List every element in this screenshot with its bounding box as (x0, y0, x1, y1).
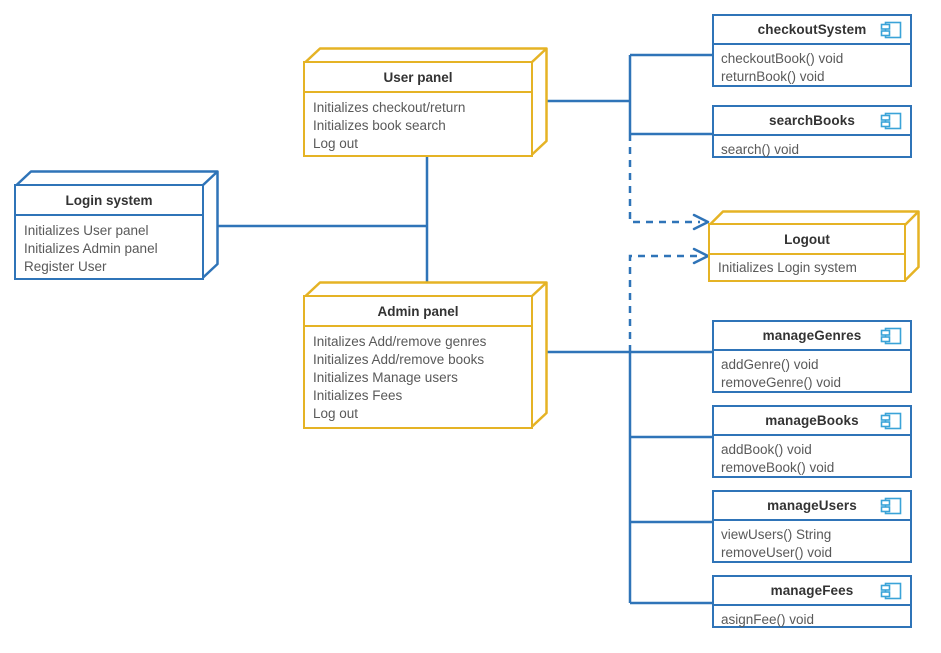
admin-panel-line-5: Log out (313, 406, 359, 421)
node-admin-panel[interactable]: Admin panel Initalizes Add/remove genres… (303, 281, 548, 429)
component-icon (880, 21, 902, 38)
arrowhead-logout-upper (692, 213, 710, 231)
manage-books-header: manageBooks (714, 407, 910, 436)
admin-panel-line-4: Initializes Fees (313, 388, 403, 403)
login-system-line-2: Initializes Admin panel (24, 241, 158, 256)
manage-fees-header: manageFees (714, 577, 910, 606)
component-icon (880, 327, 902, 344)
checkout-system-title: checkoutSystem (757, 22, 867, 37)
component-icon (880, 412, 902, 429)
manage-books-body: addBook() void removeBook() void (714, 436, 910, 483)
node-manage-users[interactable]: manageUsers viewUsers() String removeUse… (712, 490, 912, 563)
node-manage-fees[interactable]: manageFees asignFee() void (712, 575, 912, 628)
manage-books-line-1: addBook() void (721, 442, 812, 457)
component-icon (880, 582, 902, 599)
login-system-body: Initializes User panel Initializes Admin… (16, 216, 202, 282)
node-search-books[interactable]: searchBooks search() void (712, 105, 912, 158)
logout-header: Logout (710, 225, 904, 255)
search-books-title: searchBooks (769, 113, 855, 128)
login-system-line-1: Initializes User panel (24, 223, 149, 238)
user-panel-line-1: Initializes checkout/return (313, 100, 466, 115)
logout-title: Logout (784, 231, 830, 247)
checkout-system-line-2: returnBook() void (721, 69, 825, 84)
manage-genres-line-1: addGenre() void (721, 357, 819, 372)
manage-users-header: manageUsers (714, 492, 910, 521)
admin-panel-header: Admin panel (305, 297, 531, 327)
node-manage-books[interactable]: manageBooks addBook() void removeBook() … (712, 405, 912, 478)
component-icon (880, 497, 902, 514)
node-user-panel[interactable]: User panel Initializes checkout/return I… (303, 47, 548, 157)
admin-panel-body: Initalizes Add/remove genres Initializes… (305, 327, 531, 429)
user-panel-line-2: Initializes book search (313, 118, 446, 133)
arrowhead-logout-lower (692, 247, 710, 265)
manage-fees-body: asignFee() void (714, 606, 910, 635)
admin-panel-line-3: Initializes Manage users (313, 370, 458, 385)
node-login-system[interactable]: Login system Initializes User panel Init… (14, 170, 219, 280)
manage-users-line-2: removeUser() void (721, 545, 833, 560)
login-system-header: Login system (16, 186, 202, 216)
admin-panel-title: Admin panel (377, 303, 459, 319)
login-system-line-3: Register User (24, 259, 107, 274)
admin-panel-line-2: Initializes Add/remove books (313, 352, 485, 367)
logout-line-1: Initializes Login system (718, 260, 857, 275)
manage-users-title: manageUsers (767, 498, 857, 513)
manage-genres-line-2: removeGenre() void (721, 375, 842, 390)
manage-books-line-2: removeBook() void (721, 460, 835, 475)
logout-body: Initializes Login system (710, 255, 904, 283)
component-icon (880, 112, 902, 129)
search-books-body: search() void (714, 136, 910, 165)
user-panel-title: User panel (383, 69, 453, 85)
checkout-system-body: checkoutBook() void returnBook() void (714, 45, 910, 92)
manage-users-line-1: viewUsers() String (721, 527, 832, 542)
admin-panel-line-1: Initalizes Add/remove genres (313, 334, 487, 349)
user-panel-line-3: Log out (313, 136, 359, 151)
search-books-line-1: search() void (721, 142, 800, 157)
edge-adminpanel-to-logout (628, 254, 700, 352)
manage-genres-header: manageGenres (714, 322, 910, 351)
checkout-system-header: checkoutSystem (714, 16, 910, 45)
node-logout[interactable]: Logout Initializes Login system (708, 210, 920, 282)
user-panel-header: User panel (305, 63, 531, 93)
manage-fees-line-1: asignFee() void (721, 612, 815, 627)
manage-books-title: manageBooks (765, 413, 859, 428)
manage-genres-title: manageGenres (762, 328, 862, 343)
manage-genres-body: addGenre() void removeGenre() void (714, 351, 910, 398)
manage-fees-title: manageFees (770, 583, 854, 598)
edge-userpanel-to-logout (628, 134, 700, 224)
node-manage-genres[interactable]: manageGenres addGenre() void removeGenre… (712, 320, 912, 393)
manage-users-body: viewUsers() String removeUser() void (714, 521, 910, 568)
login-system-title: Login system (65, 192, 153, 208)
checkout-system-line-1: checkoutBook() void (721, 51, 844, 66)
node-checkout-system[interactable]: checkoutSystem checkoutBook() void retur… (712, 14, 912, 87)
search-books-header: searchBooks (714, 107, 910, 136)
user-panel-body: Initializes checkout/return Initializes … (305, 93, 531, 159)
